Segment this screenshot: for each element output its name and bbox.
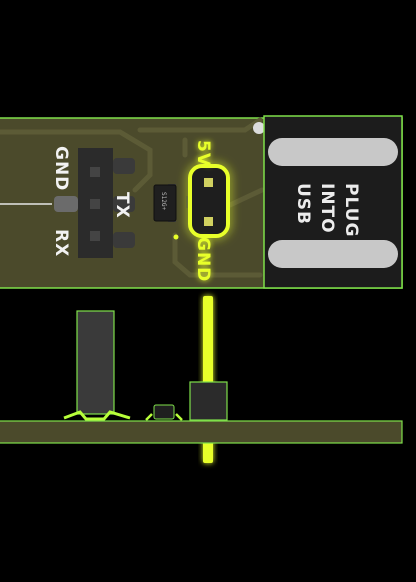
chip-label: S12G+ — [160, 192, 167, 210]
usb-label-into: INTO — [317, 183, 337, 234]
label-tx: TX — [112, 192, 132, 219]
usb-label-usb: USB — [293, 183, 313, 225]
header-pin-1 — [90, 167, 100, 177]
side-pcb-edge — [0, 420, 403, 444]
header-pin-2 — [90, 199, 100, 209]
pad-left-middle — [54, 196, 78, 212]
pcb-traces — [0, 117, 265, 278]
pad-rx — [113, 232, 135, 248]
label-5v: 5V — [193, 140, 213, 167]
pcb-side-view — [0, 296, 403, 463]
side-power-header — [189, 381, 228, 421]
usb-label-plug: PLUG — [341, 183, 361, 237]
pad-gnd — [113, 158, 135, 174]
power-header-highlight[interactable] — [188, 164, 230, 238]
usb-plug: PLUG INTO USB — [263, 115, 403, 289]
side-header-leads — [63, 410, 131, 421]
label-rx: RX — [51, 229, 71, 257]
pcb-top-view: GND TX RX S12G+ 5V GND PLUG INTO US — [0, 115, 403, 289]
label-gnd-right: GND — [193, 237, 213, 282]
mounting-hole — [253, 122, 265, 134]
pad-tx — [113, 196, 135, 212]
usb-contact-top — [268, 138, 398, 166]
side-header-body — [76, 310, 115, 415]
header-pin-3 — [90, 231, 100, 241]
usb-contact-bottom — [268, 240, 398, 268]
side-regulator — [153, 404, 175, 420]
label-gnd-left: GND — [51, 146, 71, 191]
pin1-marker — [173, 234, 179, 240]
